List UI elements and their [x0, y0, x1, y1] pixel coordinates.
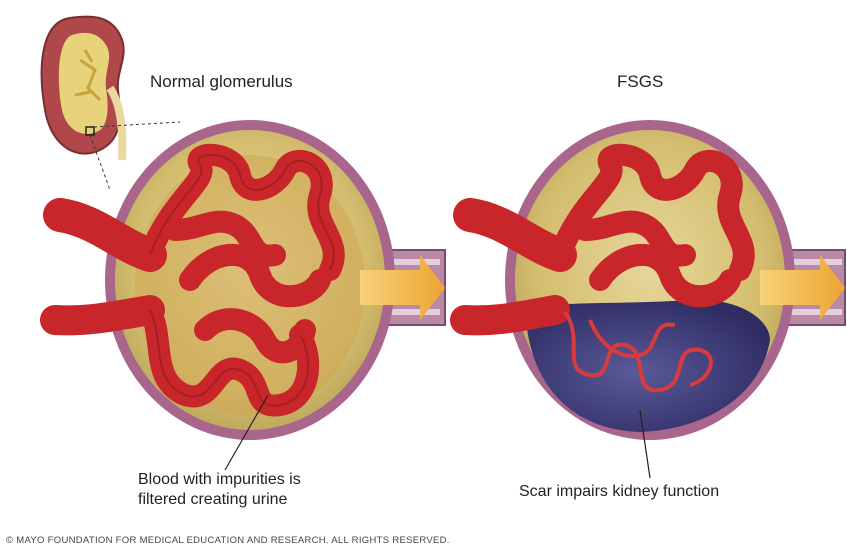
fsgs-glomerulus-illustration — [465, 120, 845, 478]
normal-glomerulus-illustration — [55, 120, 445, 470]
copyright-notice: © MAYO FOUNDATION FOR MEDICAL EDUCATION … — [6, 535, 450, 546]
normal-callout-line1: Blood with impurities is — [138, 470, 301, 490]
fsgs-callout: Scar impairs kidney function — [519, 482, 719, 502]
fsgs-title: FSGS — [617, 72, 663, 92]
normal-callout: Blood with impurities is filtered creati… — [138, 470, 301, 510]
normal-glomerulus-title: Normal glomerulus — [150, 72, 293, 92]
normal-callout-line2: filtered creating urine — [138, 490, 301, 510]
